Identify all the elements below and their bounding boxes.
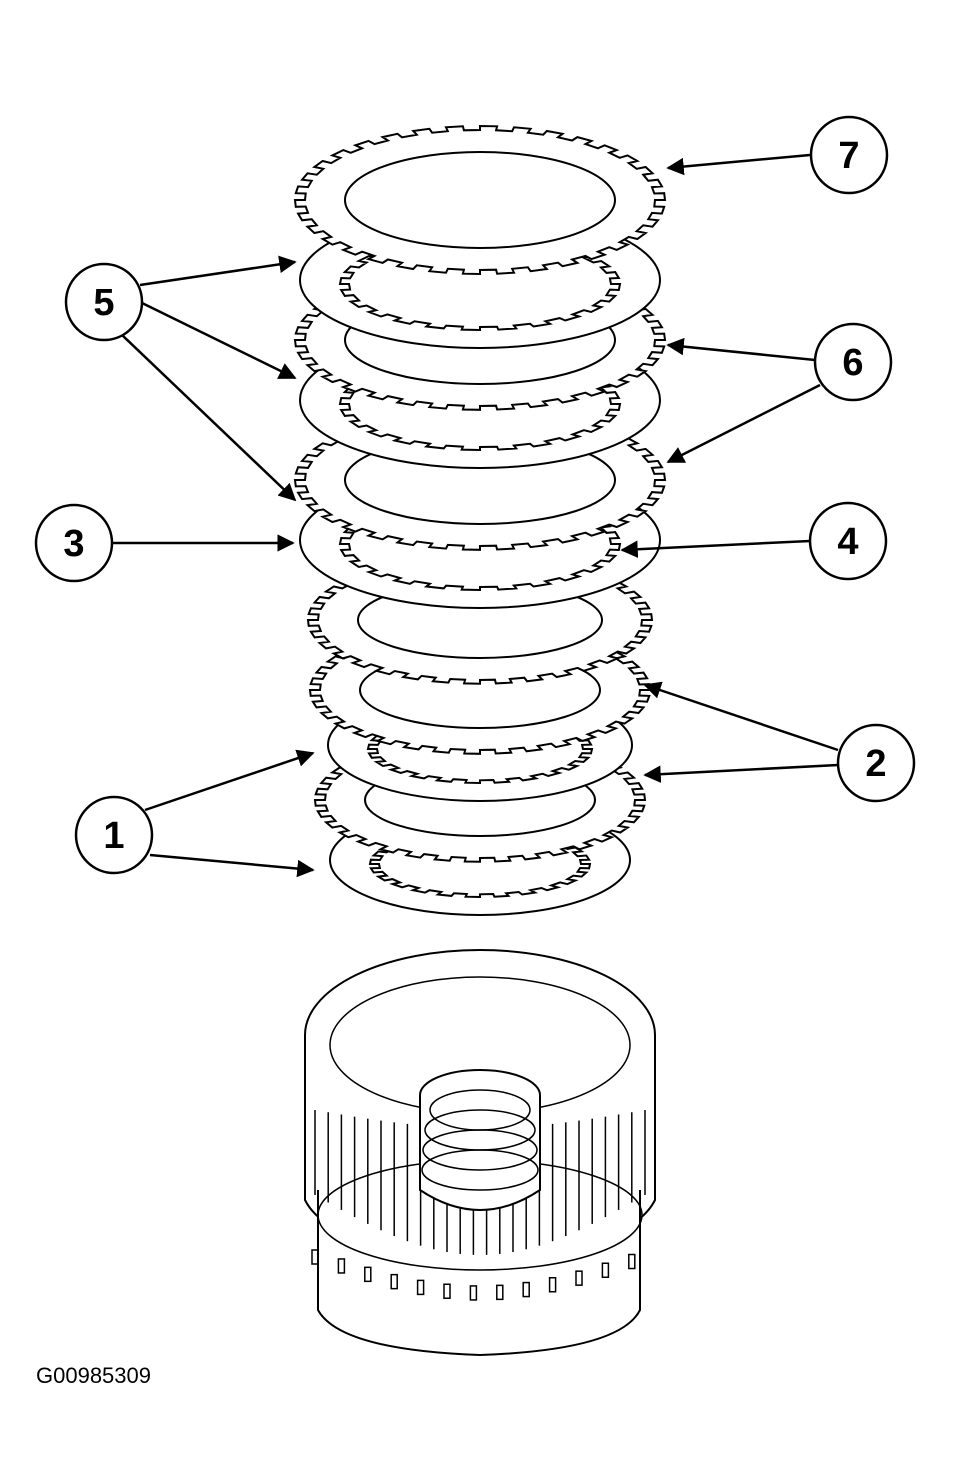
callout-7: 7 — [809, 115, 889, 195]
callout-3: 3 — [34, 503, 114, 583]
svg-text:3: 3 — [63, 523, 84, 565]
clutch-pack — [293, 124, 667, 916]
svg-text:1: 1 — [103, 815, 124, 857]
callout-5: 5 — [64, 262, 144, 342]
svg-text:4: 4 — [837, 521, 858, 563]
clutch-drum — [304, 949, 656, 1357]
callout-1: 1 — [74, 795, 154, 875]
svg-text:5: 5 — [93, 282, 114, 324]
svg-text:7: 7 — [838, 135, 859, 177]
leader-lines — [112, 153, 839, 878]
plate-11 — [293, 124, 667, 276]
figure-id: G00985309 — [36, 1363, 151, 1388]
callout-2: 2 — [836, 723, 916, 803]
callout-4: 4 — [808, 501, 888, 581]
svg-text:6: 6 — [842, 342, 863, 384]
callout-6: 6 — [813, 322, 893, 402]
svg-text:2: 2 — [865, 743, 886, 785]
